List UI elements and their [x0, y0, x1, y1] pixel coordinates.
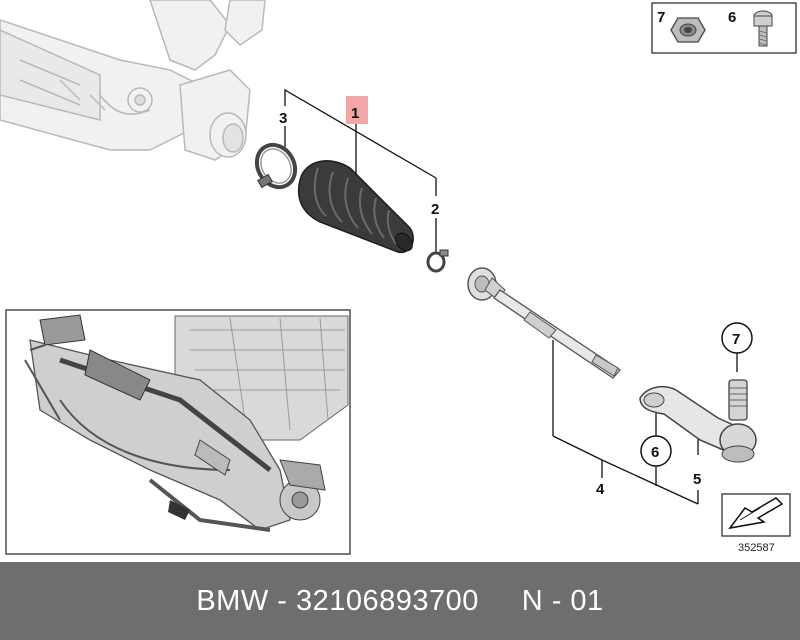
inner-tie-rod-4: [467, 267, 621, 379]
footer-gap: [479, 585, 522, 618]
label-part-6: 6: [651, 444, 659, 461]
orientation-arrow-icon: [721, 493, 791, 537]
highlight-part-1: [346, 96, 368, 124]
tie-rod-end-5: [639, 379, 757, 463]
label-part-7: 7: [732, 331, 740, 348]
nut-icon: [670, 17, 706, 43]
label-part-1: 1: [351, 105, 359, 122]
small-clamp-2: [426, 249, 449, 273]
label-part-3: 3: [279, 110, 287, 127]
legend-key-bolt: 6: [728, 9, 736, 26]
large-clamp-3: [254, 142, 298, 190]
footer-ref: N - 01: [521, 584, 604, 617]
bolt-icon: [753, 10, 773, 47]
footer-part-number: 32106893700: [295, 584, 479, 617]
steering-rack: [0, 0, 266, 161]
part-footer: BMW - 32106893700 N - 01: [0, 562, 800, 640]
circled-label-7: 7: [721, 322, 753, 354]
parts-diagram: 7 6 1 3 2 4 5 6 7 352587: [0, 0, 797, 555]
hardware-legend: 7 6: [651, 2, 797, 54]
label-part-2: 2: [431, 201, 439, 218]
image-number: 352587: [738, 542, 775, 554]
legend-key-nut: 7: [657, 9, 665, 26]
bellows-boot-1: [297, 160, 414, 254]
footer-sep: -: [268, 584, 296, 617]
footer-brand: BMW: [196, 584, 269, 617]
circled-label-6: 6: [640, 435, 672, 467]
label-part-5: 5: [693, 471, 701, 488]
label-part-4: 4: [596, 481, 605, 498]
vehicle-inset: [5, 309, 351, 555]
